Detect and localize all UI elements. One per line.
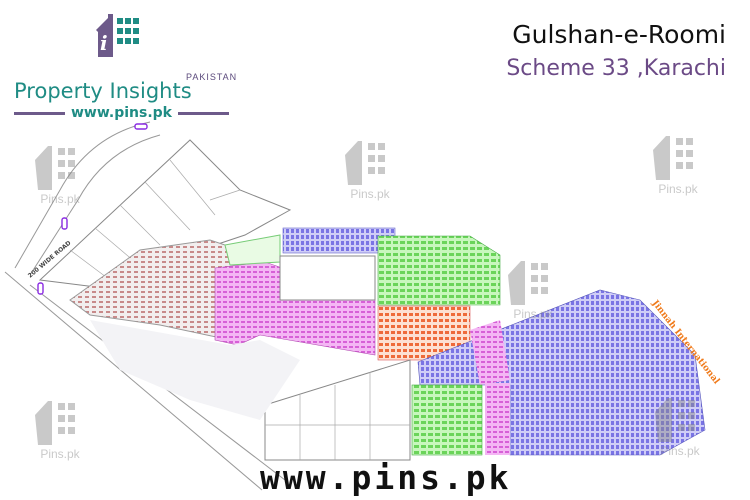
logo-brand: Property Insights (14, 79, 192, 103)
watermark-text: Pins.pk (350, 187, 390, 201)
divider (14, 111, 65, 115)
watermark-text: Pins.pk (40, 447, 80, 461)
watermark-logo-icon (653, 136, 693, 180)
main-road (4, 271, 263, 491)
watermark-logo-icon (655, 398, 695, 442)
watermark-text: Pins.pk (513, 307, 553, 321)
block-green (377, 235, 501, 306)
logo-country: PAKISTAN (186, 72, 238, 82)
watermark: Pins.pk (498, 255, 568, 321)
block-blue-top (282, 227, 396, 254)
property-insights-logo: i PAKISTAN Property Insights www.pins.pk (14, 12, 238, 121)
society-map: 200 WIDE ROAD Jinnah International (4, 121, 722, 491)
open-area (279, 255, 376, 301)
divider (178, 111, 229, 115)
watermark-logo-icon (345, 141, 385, 185)
watermark: Pins.pk (645, 392, 715, 458)
watermark: Pins.pk (25, 395, 95, 461)
house-info-icon: i (96, 14, 139, 57)
watermark: Pins.pk (25, 140, 95, 206)
svg-text:i: i (100, 31, 108, 55)
watermark-logo-icon (35, 146, 75, 190)
page-title: Gulshan-e-Roomi (512, 20, 726, 49)
watermark: Pins.pk (643, 130, 713, 196)
watermark: Pins.pk (335, 135, 405, 201)
watermark-text: Pins.pk (40, 192, 80, 206)
block-white-south (264, 359, 411, 461)
watermark-logo-icon (35, 401, 75, 445)
logo-url-text: www.pins.pk (71, 105, 172, 121)
watermark-text: Pins.pk (658, 182, 698, 196)
page-subtitle: Scheme 33 ,Karachi (506, 56, 726, 81)
watermark-text: Pins.pk (660, 444, 700, 458)
footer-url: www.pins.pk (260, 458, 512, 497)
logo-url: www.pins.pk (14, 105, 229, 121)
block-green-south (411, 384, 483, 456)
watermark-logo-icon (508, 261, 548, 305)
block-pink-south (485, 383, 510, 455)
